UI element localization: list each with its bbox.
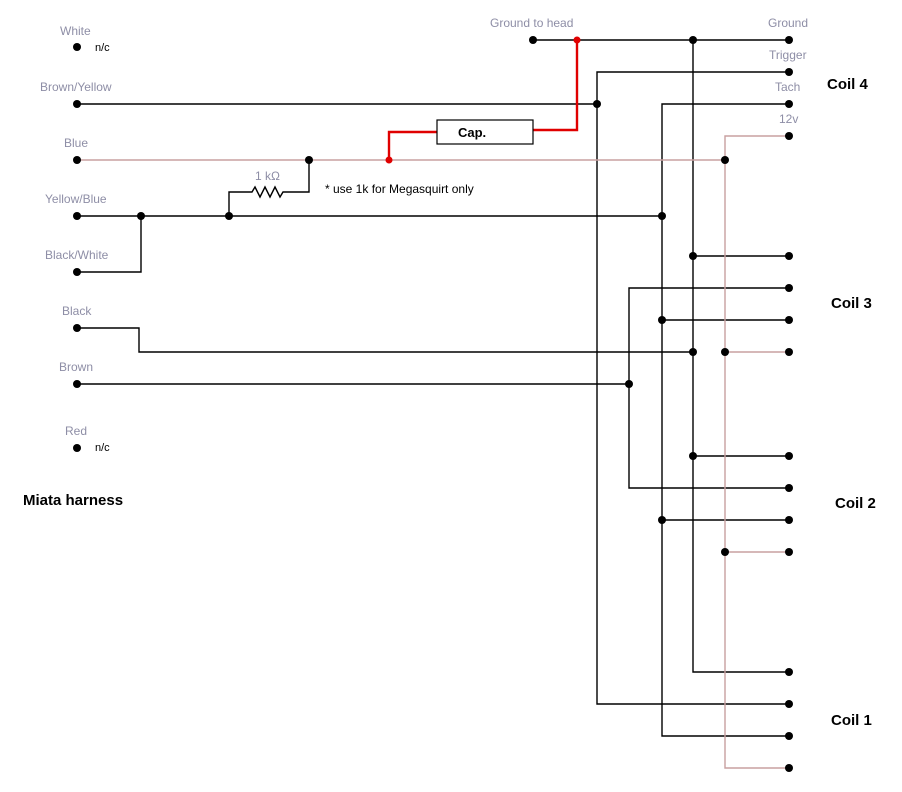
- resistor-note: * use 1k for Megasquirt only: [325, 182, 474, 196]
- junction-12v-coil2: [721, 548, 729, 556]
- coil-label-2: Coil 2: [835, 495, 876, 512]
- junction-black-white: [137, 212, 145, 220]
- coil2-terminal-ground[interactable]: [785, 452, 793, 460]
- harness-connectors: [73, 43, 81, 452]
- junction-tach: [658, 212, 666, 220]
- brown-bus: [628, 287, 789, 489]
- junction-resistor-yb: [225, 212, 233, 220]
- terminal-label-trigger: Trigger: [769, 48, 807, 62]
- junction-ground-bus: [689, 36, 697, 44]
- junctions: [137, 36, 729, 556]
- junction-trigger: [593, 100, 601, 108]
- trigger-bus: [596, 71, 789, 705]
- coil1-terminal-ground[interactable]: [785, 668, 793, 676]
- nc-label-white: n/c: [95, 42, 110, 54]
- coil2-terminal-12v[interactable]: [785, 548, 793, 556]
- junction-12v-coil3: [721, 348, 729, 356]
- wire-label-brown-yellow: Brown/Yellow: [40, 80, 112, 94]
- wire-label-black: Black: [62, 304, 92, 318]
- coil2-terminal-trigger[interactable]: [785, 484, 793, 492]
- coil-label-4: Coil 4: [827, 76, 868, 93]
- coil1-terminal-12v[interactable]: [785, 764, 793, 772]
- coil2-terminal-tach[interactable]: [785, 516, 793, 524]
- coil1-terminal-trigger[interactable]: [785, 700, 793, 708]
- junction-tach-coil2: [658, 516, 666, 524]
- power-12v-bus: [724, 135, 789, 769]
- junction-tach-coil3: [658, 316, 666, 324]
- ground-to-head-label: Ground to head: [490, 16, 573, 30]
- coil3-terminal-tach[interactable]: [785, 316, 793, 324]
- junction-cap-blue: [385, 156, 393, 164]
- ground-bus-vertical: [692, 40, 789, 673]
- junction-ground-coil3: [689, 252, 697, 260]
- capacitor-label: Cap.: [458, 125, 486, 140]
- coil3-terminal-12v[interactable]: [785, 348, 793, 356]
- junction-black-ground: [689, 348, 697, 356]
- capacitor-wire-left: [387, 130, 437, 160]
- connector-brown-yellow[interactable]: [73, 100, 81, 108]
- nc-label-red: n/c: [95, 442, 110, 454]
- junction-resistor-blue: [305, 156, 313, 164]
- resistor-1k: [228, 160, 310, 216]
- coil4-terminal-trigger[interactable]: [785, 68, 793, 76]
- connector-brown[interactable]: [73, 380, 81, 388]
- black-white-wire: [77, 216, 142, 273]
- junction-12v: [721, 156, 729, 164]
- connector-black-white[interactable]: [73, 268, 81, 276]
- terminal-label-tach: Tach: [775, 80, 800, 94]
- coil4-terminal-12v[interactable]: [785, 132, 793, 140]
- terminal-label-12v: 12v: [779, 112, 798, 126]
- capacitor-wire-right: [533, 40, 579, 132]
- connector-white[interactable]: [73, 43, 81, 51]
- coil-label-3: Coil 3: [831, 295, 872, 312]
- connector-yellow-blue[interactable]: [73, 212, 81, 220]
- coil1-terminal-tach[interactable]: [785, 732, 793, 740]
- junction-brown: [625, 380, 633, 388]
- coil3-terminal-trigger[interactable]: [785, 284, 793, 292]
- harness-title: Miata harness: [23, 492, 123, 509]
- connector-red[interactable]: [73, 444, 81, 452]
- wire-label-white: White: [60, 24, 91, 38]
- connector-blue[interactable]: [73, 156, 81, 164]
- wire-label-red: Red: [65, 424, 87, 438]
- wire-label-yellow-blue: Yellow/Blue: [45, 192, 107, 206]
- black-wire: [77, 327, 693, 353]
- wire-label-brown: Brown: [59, 360, 93, 374]
- resistor-label: 1 kΩ: [255, 169, 280, 183]
- connector-black[interactable]: [73, 324, 81, 332]
- coil4-terminal-tach[interactable]: [785, 100, 793, 108]
- wire-label-black-white: Black/White: [45, 248, 109, 262]
- wire-label-blue: Blue: [64, 136, 88, 150]
- junction-ground-coil2: [689, 452, 697, 460]
- coil4-terminal-ground[interactable]: [785, 36, 793, 44]
- coil-label-1: Coil 1: [831, 712, 872, 729]
- terminal-label-ground: Ground: [768, 16, 808, 30]
- capacitor-box: [436, 119, 534, 145]
- junction-cap-ground: [573, 36, 581, 44]
- junction-ground-to-head: [529, 36, 537, 44]
- coil-terminals: [785, 36, 793, 772]
- coil3-terminal-ground[interactable]: [785, 252, 793, 260]
